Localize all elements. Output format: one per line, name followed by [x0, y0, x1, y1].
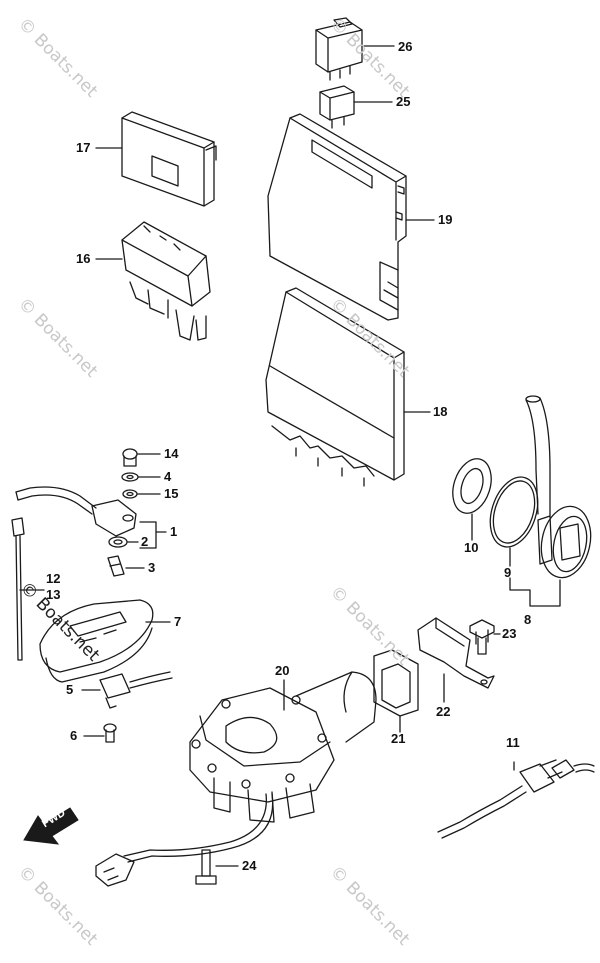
- fwd-arrow-icon: [23, 807, 79, 845]
- callout-4[interactable]: 4: [164, 469, 172, 484]
- callout-9[interactable]: 9: [504, 565, 512, 580]
- callout-6[interactable]: 6: [70, 728, 78, 743]
- part-20-actuator[interactable]: [189, 671, 377, 823]
- part-4-washer[interactable]: [121, 472, 139, 482]
- part-6-screw[interactable]: [103, 723, 117, 743]
- callout-17[interactable]: 17: [76, 140, 91, 155]
- callout-11[interactable]: 11: [506, 735, 520, 750]
- callout-15[interactable]: 15: [164, 486, 179, 501]
- callout-10[interactable]: 10: [464, 540, 479, 555]
- part-20-harness[interactable]: [95, 793, 274, 887]
- callout-14[interactable]: 14: [164, 446, 179, 461]
- callout-2[interactable]: 2: [141, 534, 149, 549]
- callout-3[interactable]: 3: [148, 560, 156, 575]
- part-16-relay-block[interactable]: [121, 221, 211, 341]
- part-2-oring[interactable]: [108, 536, 128, 548]
- callout-21[interactable]: 21: [391, 731, 406, 746]
- leader-1: [139, 521, 167, 549]
- callout-24[interactable]: 24: [242, 858, 257, 873]
- callout-7[interactable]: 7: [174, 614, 182, 629]
- callout-1[interactable]: 1: [170, 524, 178, 539]
- part-24-bolt[interactable]: [195, 849, 217, 885]
- part-5-sensor[interactable]: [99, 671, 173, 709]
- part-19-ecu-case[interactable]: [267, 113, 407, 321]
- part-8-plug[interactable]: [525, 395, 597, 582]
- callout-19[interactable]: 19: [438, 212, 453, 227]
- part-21-grommet[interactable]: [373, 649, 419, 717]
- leader-8: [509, 577, 561, 607]
- part-3-clip[interactable]: [107, 555, 125, 577]
- callout-5[interactable]: 5: [66, 682, 74, 697]
- callout-22[interactable]: 22: [436, 704, 451, 719]
- callout-23[interactable]: 23: [502, 626, 517, 641]
- part-10-seal[interactable]: [446, 454, 498, 518]
- part-9-oring[interactable]: [482, 471, 546, 553]
- part-12-tie-strap[interactable]: [11, 517, 25, 661]
- callout-8[interactable]: 8: [524, 612, 532, 627]
- callout-20[interactable]: 20: [275, 663, 290, 678]
- callout-25[interactable]: 25: [396, 94, 411, 109]
- part-1-sensor[interactable]: [15, 486, 137, 537]
- callout-18[interactable]: 18: [433, 404, 448, 419]
- part-7-cover[interactable]: [39, 599, 154, 683]
- callout-16[interactable]: 16: [76, 251, 91, 266]
- part-14-bolt[interactable]: [122, 448, 138, 467]
- callout-12[interactable]: 12: [46, 571, 61, 586]
- part-18-ecu[interactable]: [265, 287, 405, 487]
- part-17-cover[interactable]: [121, 111, 217, 207]
- part-11-connector[interactable]: [437, 759, 595, 839]
- callout-13[interactable]: 13: [46, 587, 61, 602]
- part-25-relay[interactable]: [319, 85, 355, 129]
- part-23-bolt[interactable]: [469, 619, 495, 655]
- callout-26[interactable]: 26: [398, 39, 413, 54]
- part-22-bracket[interactable]: [417, 617, 495, 689]
- part-26-relay[interactable]: [315, 17, 363, 81]
- part-15-grommet[interactable]: [122, 489, 138, 499]
